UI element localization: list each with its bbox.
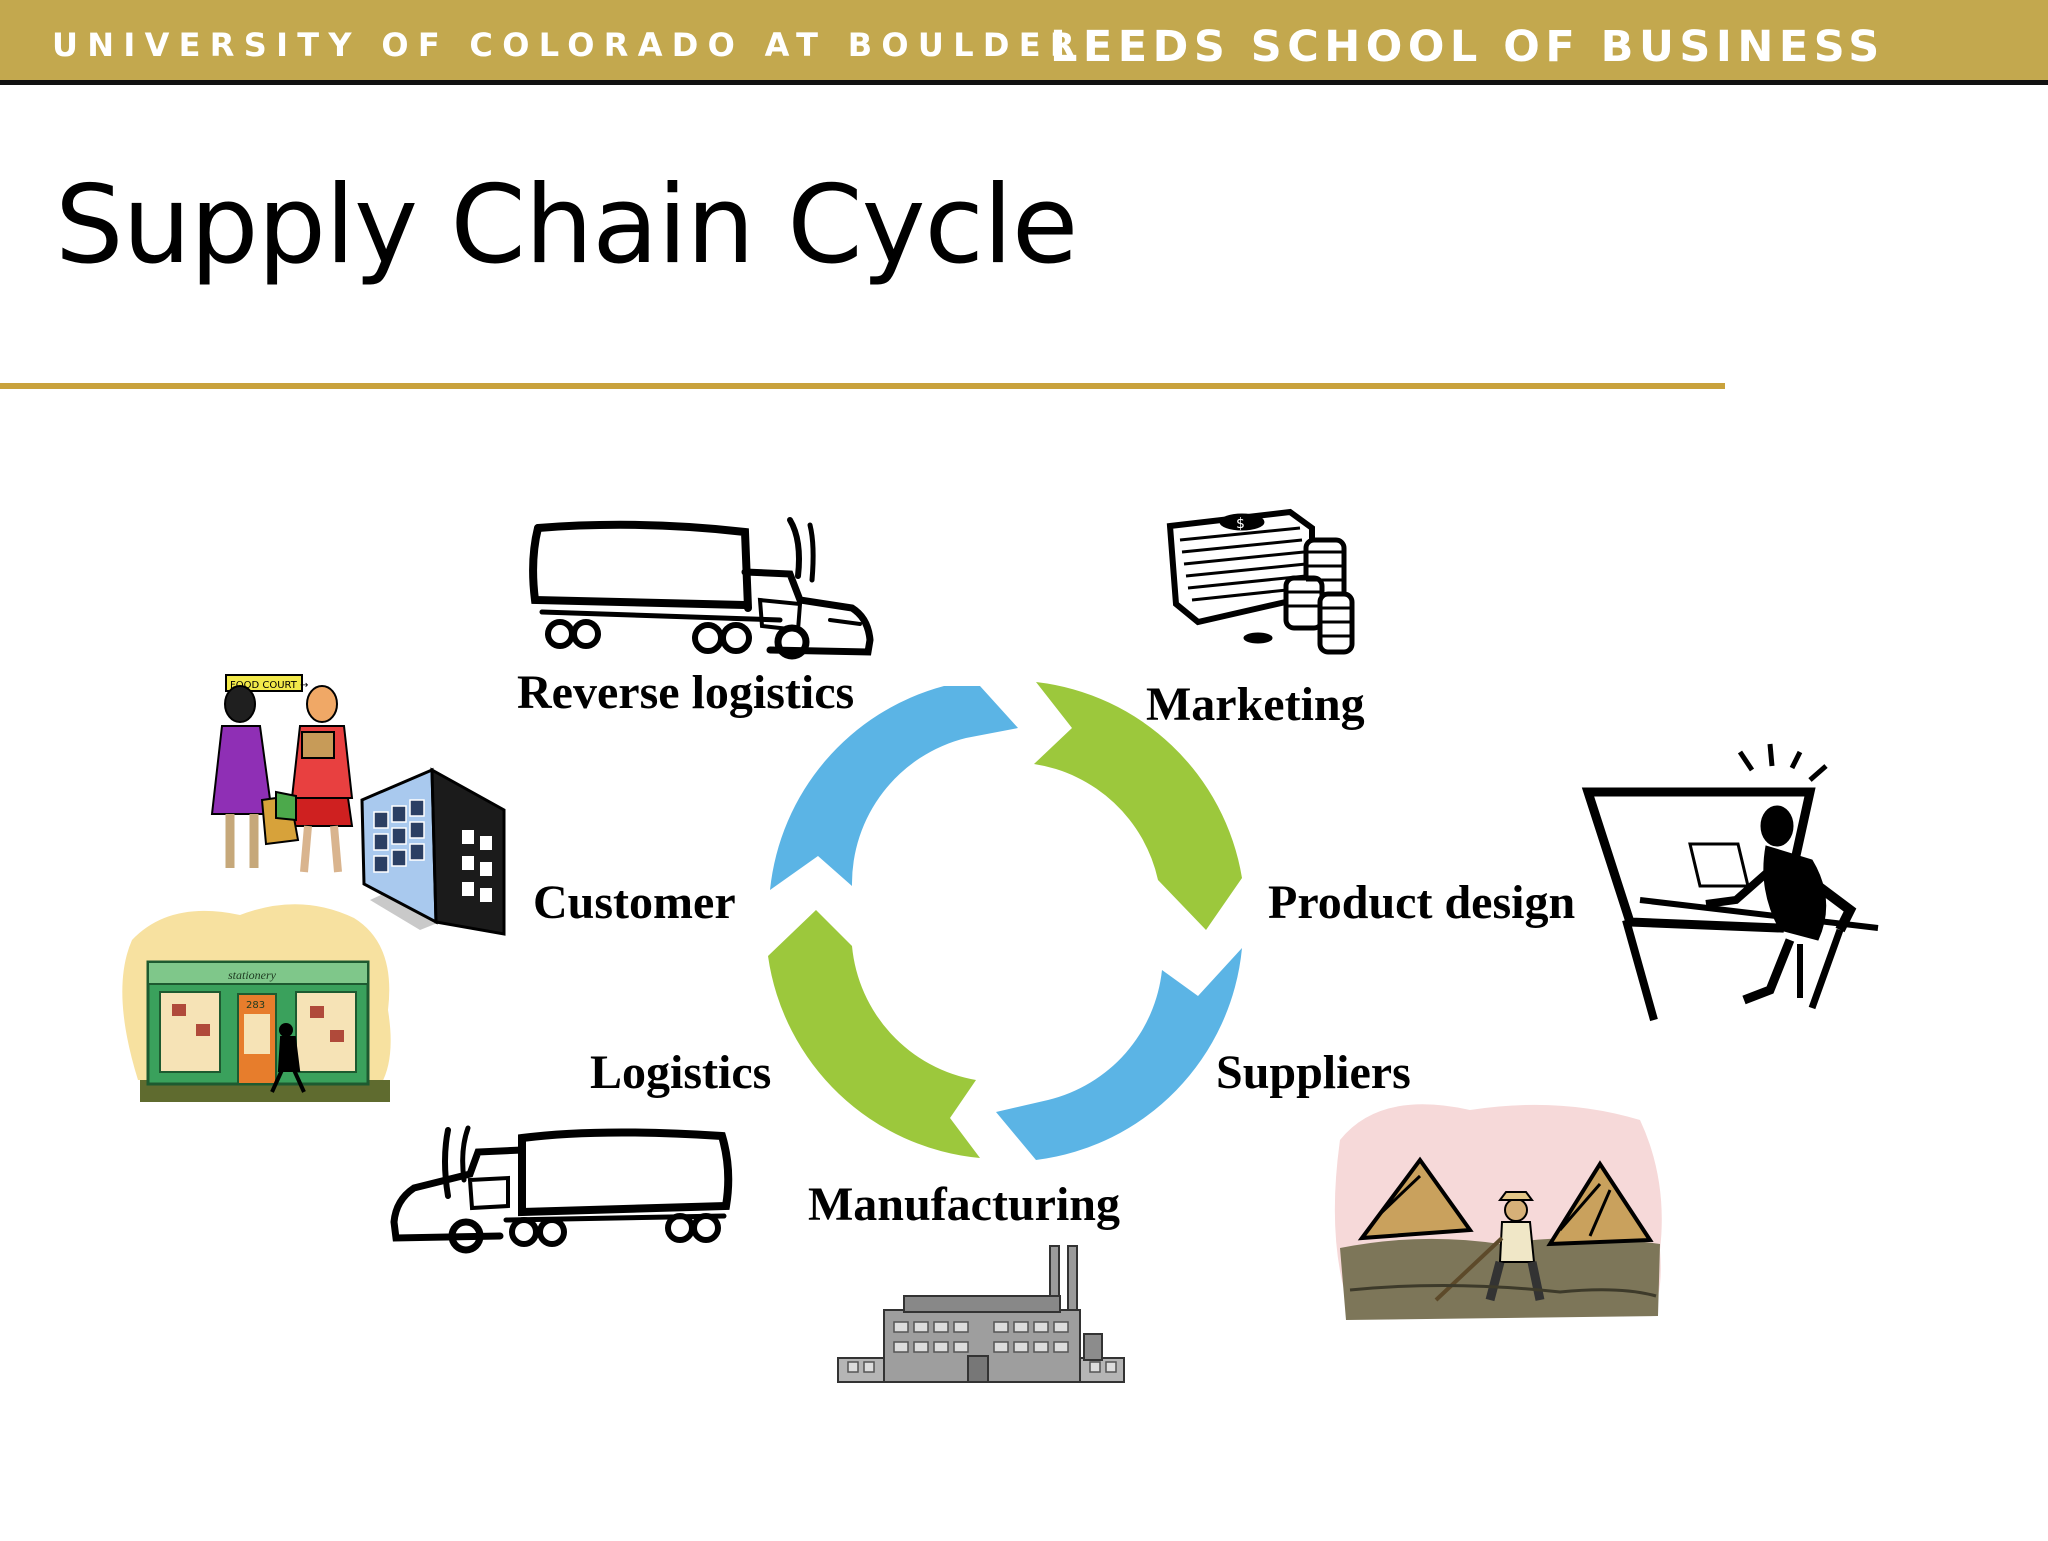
shoppers-icon: FOOD COURT →	[210, 674, 354, 873]
food-court-sign: FOOD COURT →	[230, 680, 308, 691]
stage-label-customer: Customer	[533, 876, 736, 929]
truck-icon	[529, 517, 874, 660]
title-divider	[0, 383, 1725, 389]
stage-label-reverse-logistics: Reverse logistics	[517, 666, 854, 719]
farmer-icon	[1334, 1104, 1662, 1320]
cycle-arrow-bottom-left	[768, 910, 980, 1158]
stage-label-suppliers: Suppliers	[1216, 1046, 1411, 1099]
factory-icon	[837, 1245, 1125, 1383]
cycle-arrows	[768, 682, 1242, 1160]
store-number: 283	[246, 1000, 265, 1011]
cycle-arrow-top-right	[1034, 682, 1242, 930]
stationery-sign: stationery	[228, 968, 277, 982]
header-banner: UNIVERSITY OF COLORADO AT BOULDER LEEDS …	[0, 0, 2048, 85]
school-name: LEEDS SCHOOL OF BUSINESS	[1050, 22, 1885, 72]
designer-icon	[1581, 743, 1879, 1022]
stage-label-product-design: Product design	[1268, 876, 1575, 929]
cycle-arrow-bottom-right	[996, 948, 1242, 1160]
stage-label-marketing: Marketing	[1146, 678, 1365, 731]
stage-label-manufacturing: Manufacturing	[808, 1178, 1120, 1231]
university-name: UNIVERSITY OF COLORADO AT BOULDER	[52, 26, 1084, 64]
slide-title: Supply Chain Cycle	[55, 163, 1078, 288]
stage-label-logistics: Logistics	[590, 1046, 771, 1099]
cycle-arrow-top-left	[770, 686, 1018, 890]
office-building-icon	[360, 767, 506, 936]
money-stack-icon: $	[1166, 508, 1355, 655]
money-symbol: $	[1236, 516, 1245, 532]
truck-icon	[390, 1125, 733, 1254]
storefront-icon: stationery 283	[122, 904, 391, 1102]
